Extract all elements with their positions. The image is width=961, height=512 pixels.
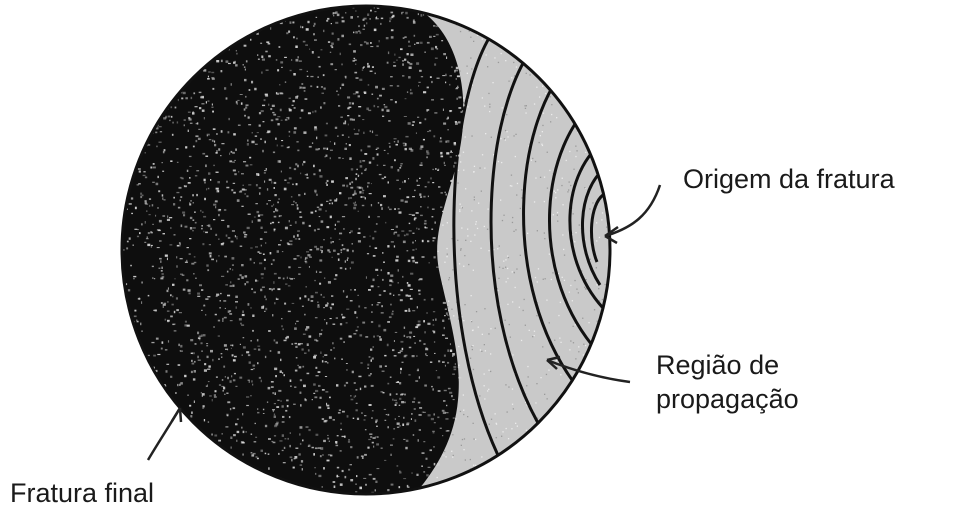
final-arrowhead — [172, 408, 181, 422]
propagation-label: Região de propagação — [656, 348, 799, 416]
origin-arrow — [605, 185, 660, 236]
propagation-label-line1: Região de — [656, 348, 799, 382]
propagation-label-line2: propagação — [656, 382, 799, 416]
origin-label: Origem da fratura — [683, 162, 895, 196]
final-fracture-label: Fratura final — [10, 476, 154, 510]
